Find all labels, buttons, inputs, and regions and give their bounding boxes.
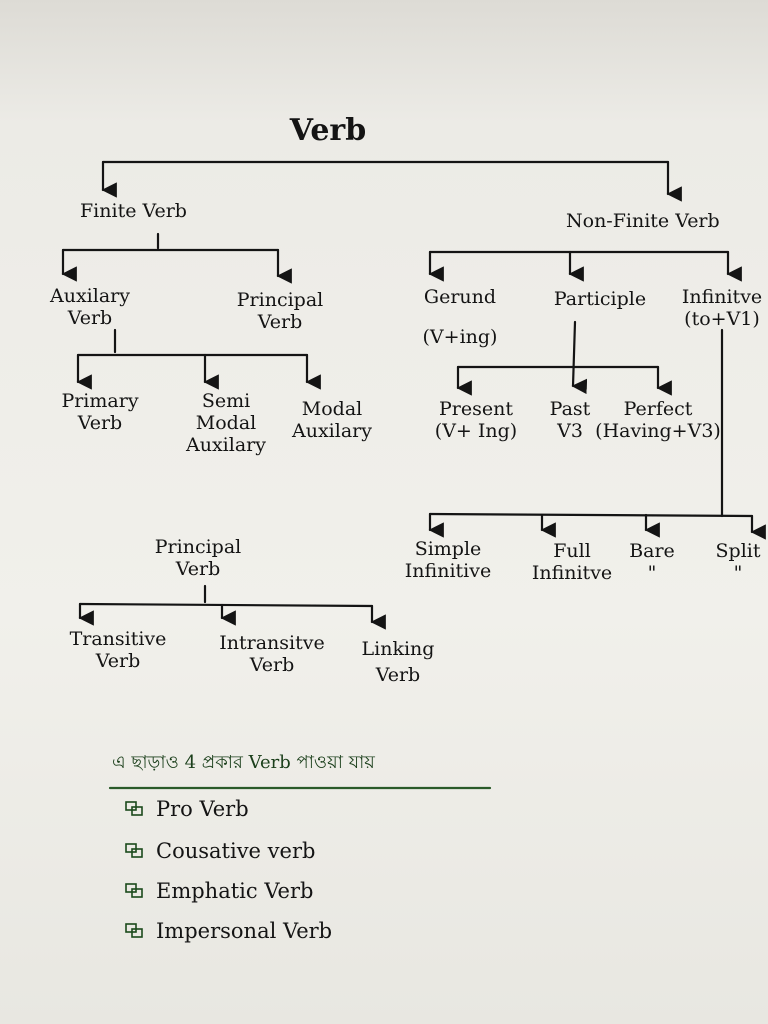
finite-verb: Finite Verb [80,200,187,222]
split-infinitive: Split " [715,540,761,584]
root-verb: Verb [289,113,367,148]
finite-connector [61,232,280,252]
list-item: Pro Verb [124,798,249,820]
gerund: Gerund (V+ing) [422,286,498,348]
participle: Participle [553,288,647,310]
linking-verb: Linking Verb [361,638,435,686]
bullet-box-icon [125,923,143,938]
modal-auxiliary: Modal Auxilary [292,398,372,442]
extra-heading: এ ছাড়াও 4 প্রকার Verb পাওয়া যায় [112,752,375,773]
extra-item-label: Impersonal Verb [156,919,333,943]
list-item: Emphatic Verb [124,880,313,902]
principal-verb: Principal Verb [236,289,324,333]
past-participle: Past V3 [549,398,591,442]
transitive-verb: Transitive Verb [69,628,167,672]
intransitive-verb: Intransitve Verb [219,632,325,676]
extra-item-label: Emphatic Verb [156,879,314,903]
primary-verb: Primary Verb [61,390,139,434]
infinitive: Infinitve (to+V1) [681,286,763,330]
bullet-box-icon [125,843,143,858]
extra-item-label: Pro Verb [156,797,249,821]
full-infinitive: Full Infinitve [531,540,613,584]
extra-item-label: Cousative verb [156,839,316,863]
list-item: Impersonal Verb [124,920,332,942]
auxiliary-verb: Auxilary Verb [50,285,130,329]
auxiliary-connector [76,328,309,357]
principal-connector [78,584,374,608]
simple-infinitive: Simple Infinitive [404,538,492,582]
infinitive-connector [428,512,754,518]
semi-modal-auxiliary: Semi Modal Auxilary [186,390,266,456]
principal-verb-root: Principal Verb [154,536,242,580]
bare-infinitive: Bare " [629,540,675,584]
present-participle: Present (V+ Ing) [434,398,518,442]
participle-stem [571,320,588,395]
list-item: Cousative verb [124,840,315,862]
non-finite-verb: Non-Finite Verb [566,210,720,232]
bullet-box-icon [125,883,143,898]
perfect-participle: Perfect (Having+V3) [595,398,721,442]
bullet-box-icon [125,801,143,816]
